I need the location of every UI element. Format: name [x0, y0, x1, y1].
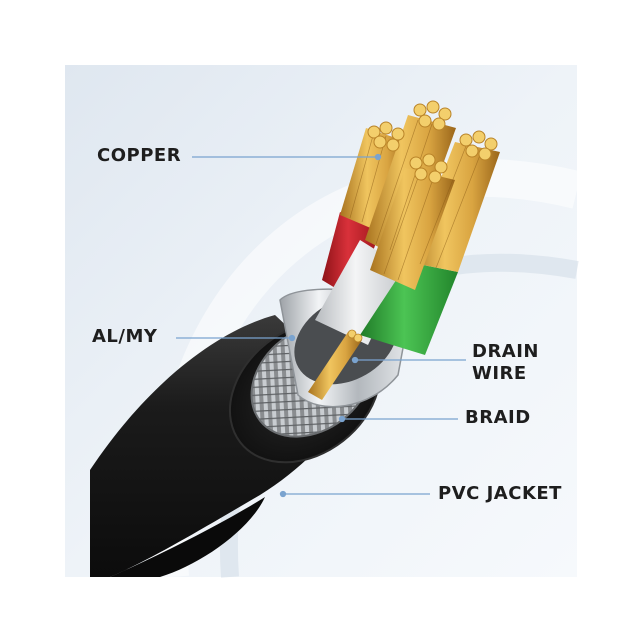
- copper-leader-dot: [374, 153, 382, 161]
- pvc-jacket-leader-dot: [279, 490, 287, 498]
- pvc-jacket-underside: [90, 497, 265, 577]
- al-my-leader-dot: [288, 334, 296, 342]
- drain-wire-label: DRAIN WIRE: [472, 341, 539, 385]
- drain-wire: [308, 329, 363, 400]
- drain-wire-label-line1: DRAIN: [472, 341, 539, 362]
- pvc-jacket-label: PVC JACKET: [438, 483, 562, 504]
- copper-label: COPPER: [97, 145, 182, 166]
- drain-wire-leader-dot: [351, 356, 359, 364]
- braid-leader-dot: [338, 415, 346, 423]
- leader-lines: [176, 153, 466, 498]
- green-insulation: [360, 262, 458, 355]
- al-my-label: AL/MY: [92, 326, 158, 347]
- copper-strands: [340, 100, 500, 290]
- braid-label: BRAID: [465, 407, 531, 428]
- drain-wire-label-line2: WIRE: [472, 363, 527, 384]
